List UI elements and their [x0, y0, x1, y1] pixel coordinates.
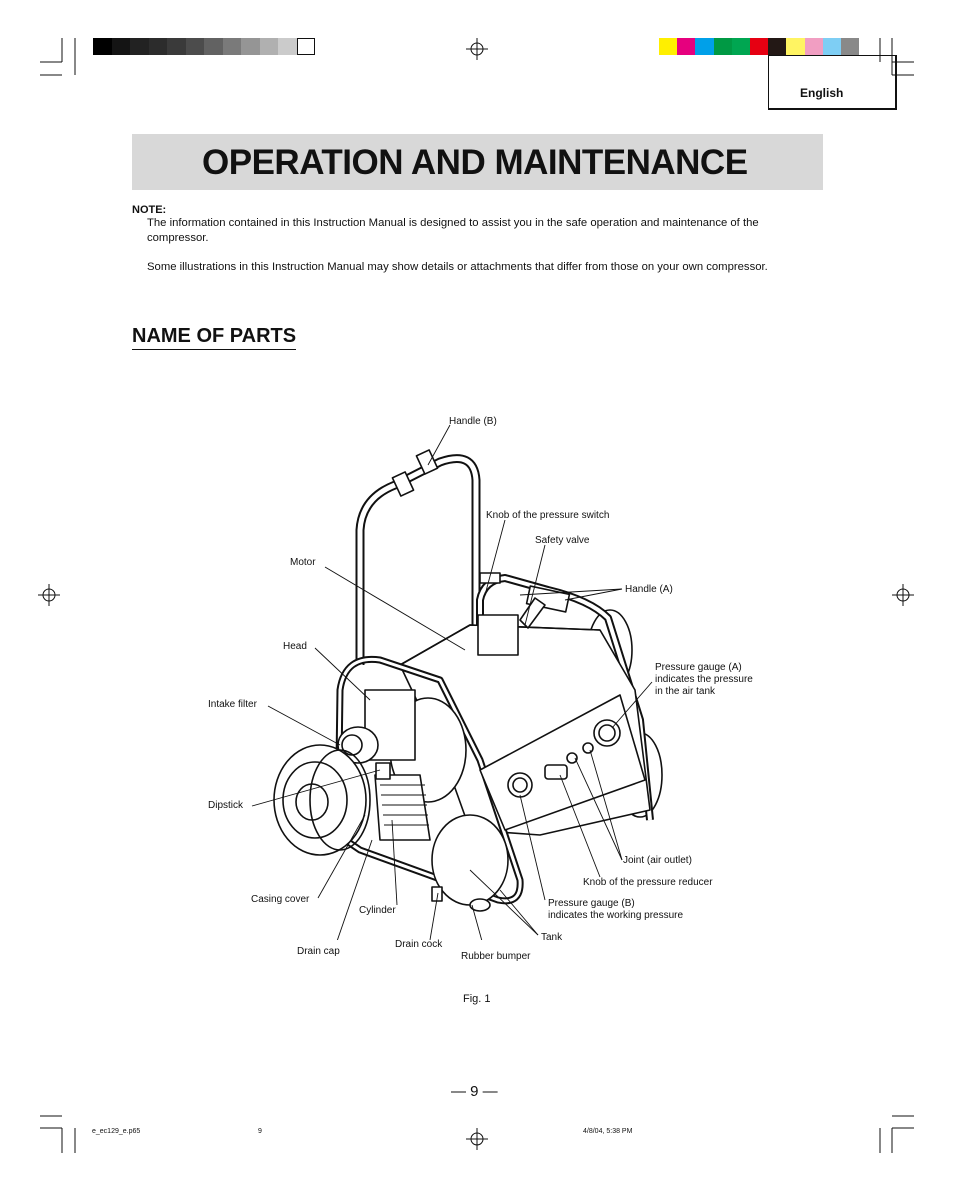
color-swatch: [786, 38, 805, 55]
gray-swatch: [93, 38, 112, 55]
label-pressure-gauge-a: Pressure gauge (A) indicates the pressur…: [655, 662, 753, 697]
title-banner: OPERATION AND MAINTENANCE: [132, 134, 823, 190]
label-joint: Joint (air outlet): [623, 855, 692, 866]
note-paragraph-1: The information contained in this Instru…: [147, 217, 759, 244]
gray-swatch: [185, 38, 204, 55]
registration-mark-bottom: [466, 1128, 488, 1150]
language-tab: English: [768, 55, 897, 110]
note-heading: NOTE:: [132, 204, 167, 216]
color-swatch: [677, 38, 696, 55]
note-paragraph-2: Some illustrations in this Instruction M…: [147, 261, 768, 273]
label-handle-a: Handle (A): [625, 584, 673, 595]
section-heading: NAME OF PARTS: [132, 325, 297, 350]
label-rubber-bumper: Rubber bumper: [461, 951, 531, 962]
label-head: Head: [283, 641, 307, 652]
footer-page: 9: [258, 1128, 262, 1135]
label-cylinder: Cylinder: [359, 905, 396, 916]
label-pressure-gauge-b: Pressure gauge (B) indicates the working…: [548, 898, 684, 921]
label-handle-b: Handle (B): [449, 416, 497, 427]
label-motor: Motor: [290, 557, 316, 568]
page-title: OPERATION AND MAINTENANCE: [202, 143, 748, 182]
gray-swatch: [148, 38, 167, 55]
language-label: English: [800, 86, 844, 100]
registration-mark-left: [38, 584, 60, 606]
label-safety-valve: Safety valve: [535, 535, 590, 546]
gray-swatch: [222, 38, 241, 55]
compressor-illustration: [251, 424, 663, 940]
color-swatch: [659, 38, 678, 55]
gray-swatch: [296, 38, 315, 55]
label-tank: Tank: [541, 932, 563, 943]
gray-swatch: [241, 38, 260, 55]
color-swatch: [822, 38, 841, 55]
color-swatch: [731, 38, 750, 55]
gray-swatch: [130, 38, 149, 55]
label-knob-pressure-reducer: Knob of the pressure reducer: [583, 877, 713, 888]
gray-swatch: [111, 38, 130, 55]
registration-mark-right: [892, 584, 914, 606]
label-casing-cover: Casing cover: [251, 894, 310, 905]
gray-swatch: [259, 38, 278, 55]
color-swatch: [713, 38, 732, 55]
gray-swatch: [278, 38, 297, 55]
registration-mark-top: [466, 38, 488, 60]
color-swatch: [695, 38, 714, 55]
color-swatch: [841, 38, 860, 55]
gray-swatch: [167, 38, 186, 55]
color-swatch: [804, 38, 823, 55]
gray-swatch: [204, 38, 223, 55]
footer-filename: e_ec129_e.p65: [92, 1128, 141, 1135]
label-drain-cock: Drain cock: [395, 939, 443, 950]
label-intake-filter: Intake filter: [208, 699, 257, 710]
label-drain-cap: Drain cap: [297, 946, 340, 957]
footer-date: 4/8/04, 5:38 PM: [583, 1128, 633, 1135]
label-knob-pressure-switch: Knob of the pressure switch: [486, 510, 610, 521]
color-swatch: [768, 38, 787, 55]
page-number: — 9 —: [451, 1083, 498, 1100]
figure-caption: Fig. 1: [463, 993, 491, 1005]
label-dipstick: Dipstick: [208, 800, 244, 811]
color-swatch: [750, 38, 769, 55]
